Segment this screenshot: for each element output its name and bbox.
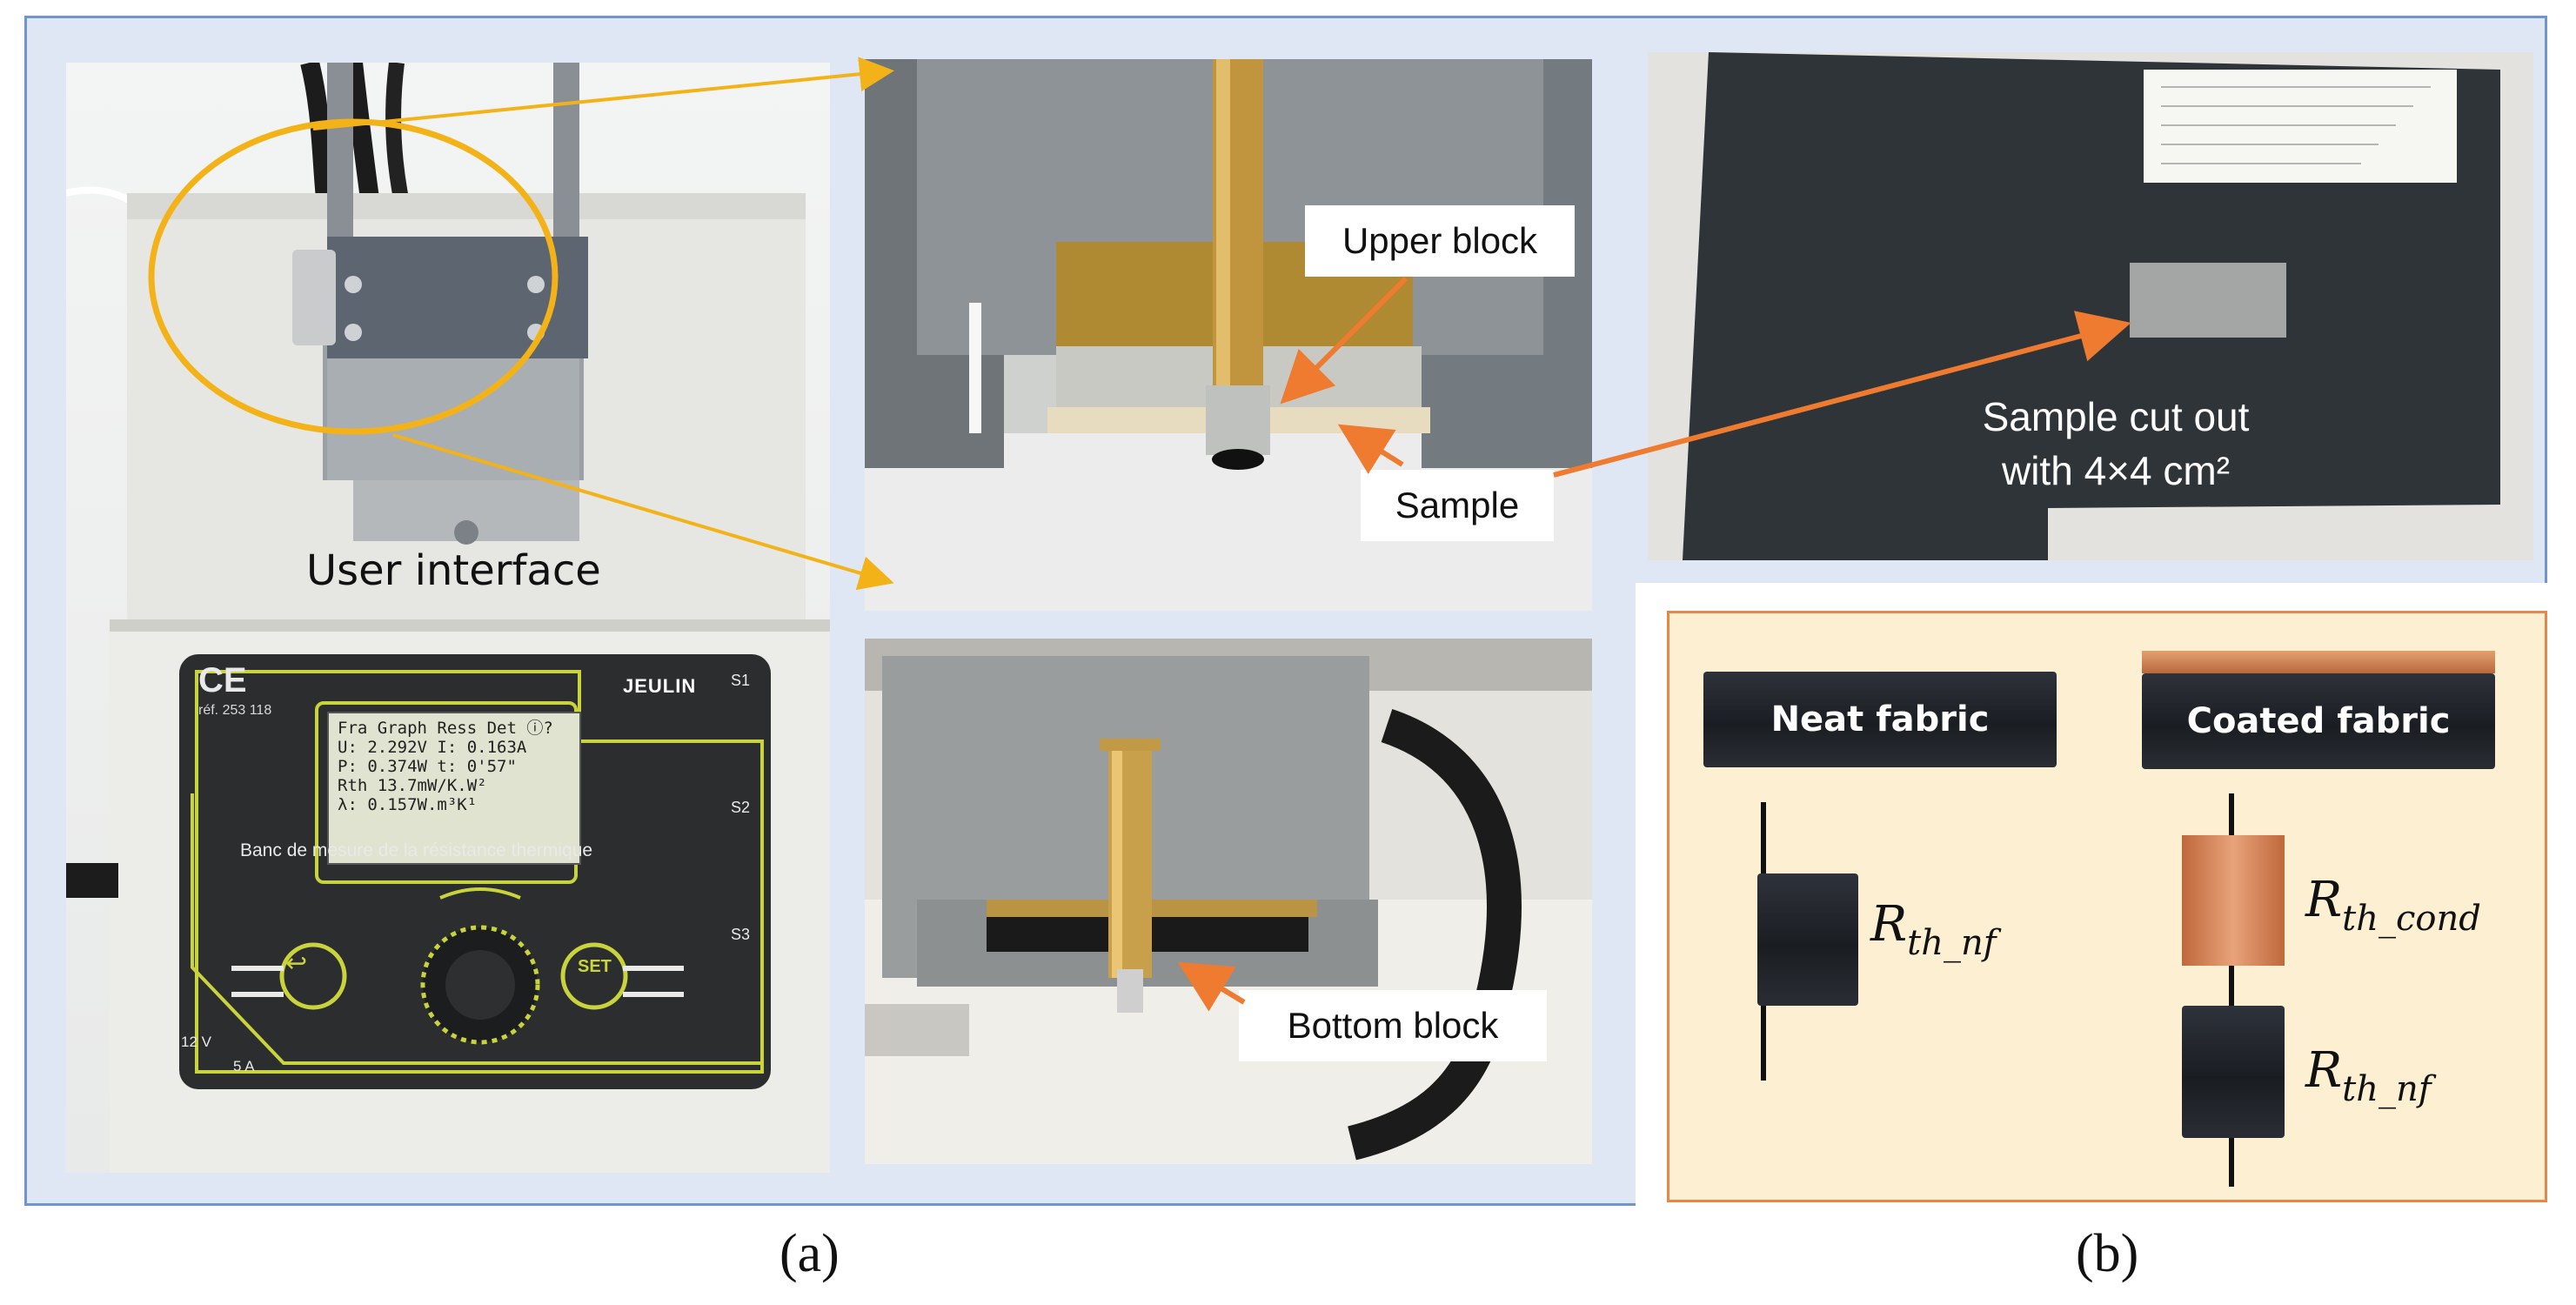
s2-indicator: S2 — [731, 799, 751, 816]
sample-cut-label-line1: Sample cut out — [1982, 394, 2250, 439]
upper-block-callout: Upper block — [1305, 205, 1575, 277]
device-ref: réf. 253 118 — [198, 703, 272, 718]
device-photo — [66, 63, 830, 1173]
lcd-line: P: 0.374W t: 0'57" — [338, 757, 517, 776]
amp-label: 5 A — [233, 1058, 255, 1074]
coated-layer — [2142, 651, 2495, 673]
neat-resistor — [1757, 873, 1858, 1006]
r-symbol: R — [2305, 1042, 2343, 1099]
coated-fabric-label: Coated fabric — [2186, 701, 2451, 741]
lcd-line: Fra Graph Ress Det ⓘ? — [338, 719, 553, 738]
device-illustration — [66, 63, 830, 1173]
power-label: 12 V — [181, 1034, 211, 1050]
r-th-cond-label: Rth_cond — [2305, 872, 2481, 939]
brand-logo: JEULIN — [623, 675, 697, 697]
sample-callout: Sample — [1361, 470, 1554, 541]
coated-fabric-swatch: Coated fabric — [2142, 673, 2495, 769]
s3-indicator: S3 — [731, 926, 751, 943]
caption-a: (a) — [779, 1224, 840, 1283]
r-symbol: R — [2305, 872, 2343, 928]
r-th-nf-label: Rth_nf — [1870, 896, 1997, 963]
ce-mark: CE — [198, 661, 247, 699]
r-subscript: th_nf — [1907, 923, 1997, 963]
lcd-line: Rth 13.7mW/K.W² — [338, 776, 487, 795]
s1-indicator: S1 — [731, 672, 751, 689]
bottom-block-illustration — [865, 639, 1592, 1164]
sample-cut-label-line2: with 4×4 cm² — [2001, 448, 2231, 493]
back-button[interactable]: ↩ — [285, 949, 308, 978]
caption-b: (b) — [2076, 1224, 2139, 1283]
device-description: Banc de mesure de la résistance thermiqu… — [240, 840, 593, 860]
set-button[interactable]: SET — [578, 957, 612, 976]
bottom-block-photo — [865, 639, 1592, 1164]
coated-wire — [2229, 793, 2234, 1187]
r-symbol: R — [1870, 896, 1908, 953]
fabric-sample-photo — [1648, 52, 2533, 560]
r-subscript: th_cond — [2342, 899, 2481, 939]
user-interface-label: User interface — [306, 546, 601, 595]
neat-fabric-label: Neat fabric — [1770, 699, 1990, 740]
neat-fabric-swatch: Neat fabric — [1703, 672, 2057, 767]
r-th-nf-coated-label: Rth_nf — [2305, 1042, 2432, 1109]
bottom-block-callout: Bottom block — [1239, 990, 1547, 1061]
lcd-display: Fra Graph Ress Det ⓘ? U: 2.292V I: 0.163… — [327, 712, 581, 865]
lcd-line: U: 2.292V I: 0.163A — [338, 738, 527, 757]
lcd-line: λ: 0.157W.m³K¹ — [338, 795, 478, 814]
r-subscript: th_nf — [2342, 1069, 2432, 1109]
nf-resistor-coated — [2182, 1006, 2285, 1138]
cond-resistor — [2182, 835, 2285, 966]
